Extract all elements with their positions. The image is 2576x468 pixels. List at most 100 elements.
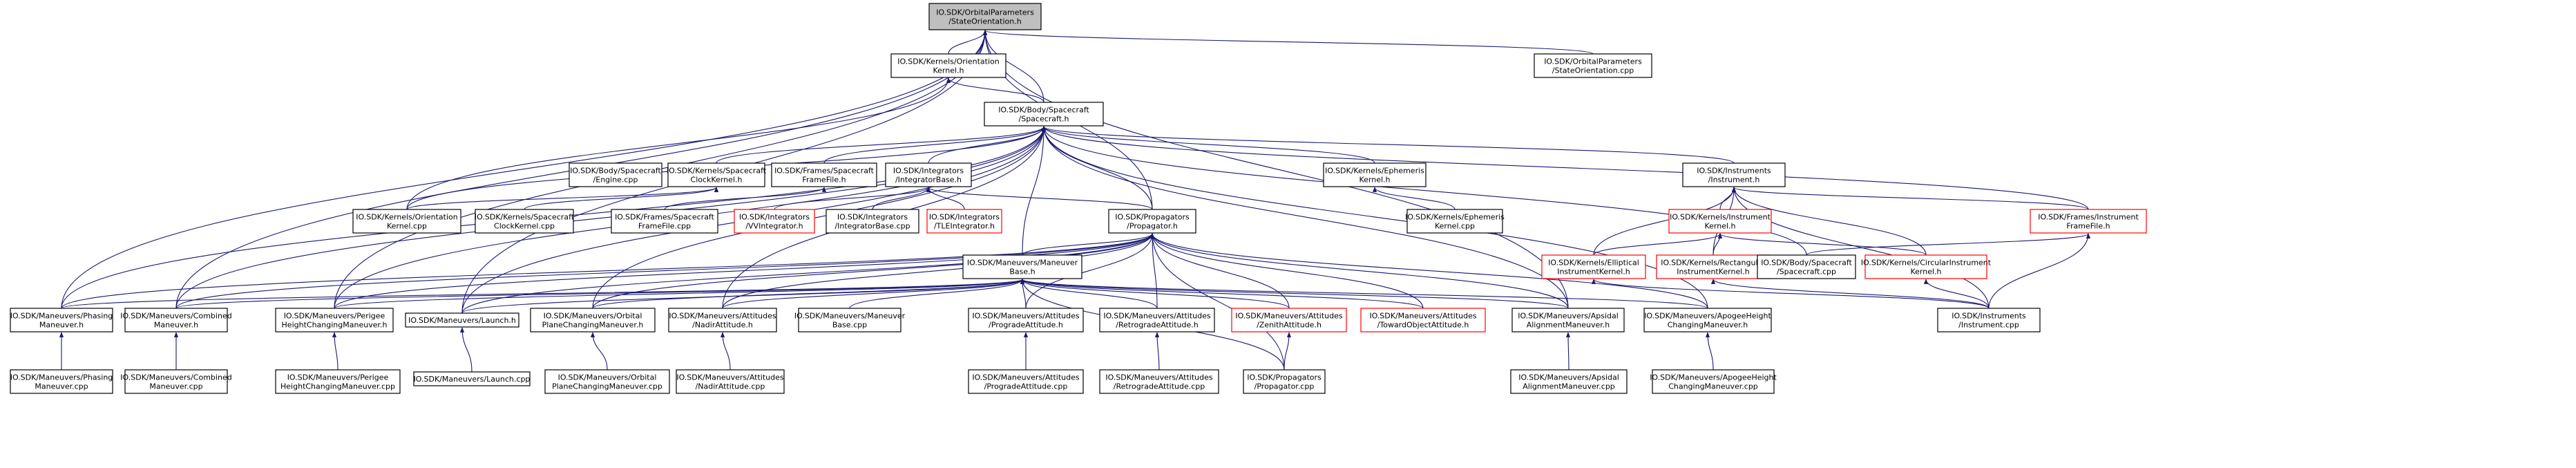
- node-io-sdk-maneuvers-attitudes-nadirattitude-h[interactable]: IO.SDK/Maneuvers/Attitudes/NadirAttitude…: [668, 308, 777, 333]
- node-box: [569, 162, 662, 187]
- edge-n46-n33: [1154, 332, 1160, 371]
- node-io-sdk-maneuvers-perigeeheightchangingmaneuver-cpp[interactable]: IO.SDK/Maneuvers/PerigeeHeightChangingMa…: [275, 369, 401, 394]
- node-io-sdk-kernels-rectangularinstrumentkernel-h[interactable]: IO.SDK/Kernels/RectangularInstrumentKern…: [1656, 254, 1771, 279]
- node-box: [885, 162, 972, 187]
- node-io-sdk-maneuvers-apogeeheightchangingmaneuver-cpp[interactable]: IO.SDK/Maneuvers/ApogeeHeightChangingMan…: [1650, 369, 1777, 394]
- edge-n29-n20: [592, 279, 1024, 309]
- node-box: [1937, 308, 2041, 333]
- edge-n10-n05: [406, 187, 718, 210]
- node-label: ClockKernel.cpp: [494, 222, 555, 231]
- node-label: IO.SDK/Frames/Instrument: [2038, 213, 2139, 222]
- node-label: Kernel.h: [933, 66, 964, 75]
- node-io-sdk-orbitalparameters-stateorientation-h[interactable]: IO.SDK/OrbitalParameters/StateOrientatio…: [928, 3, 1042, 30]
- node-label: IO.SDK/Integrators: [893, 167, 964, 176]
- node-io-sdk-maneuvers-orbitalplanechangingmaneuver-cpp[interactable]: IO.SDK/Maneuvers/OrbitalPlaneChangingMan…: [544, 369, 670, 394]
- node-io-sdk-maneuvers-apsidalalignmentmaneuver-h[interactable]: IO.SDK/Maneuvers/ApsidalAlignmentManeuve…: [1511, 308, 1625, 333]
- node-label: IO.SDK/Maneuvers/Maneuver: [794, 312, 906, 321]
- edge-n38-n21: [1592, 279, 1990, 309]
- node-io-sdk-maneuvers-orbitalplanechangingmaneuver-h[interactable]: IO.SDK/Maneuvers/OrbitalPlaneChangingMan…: [530, 308, 656, 333]
- edge-n15-n07: [926, 187, 965, 210]
- node-io-sdk-maneuvers-attitudes-towardobjectattitude-h[interactable]: IO.SDK/Maneuvers/Attitudes/TowardObjectA…: [1360, 308, 1486, 333]
- node-box: [124, 308, 228, 333]
- node-label: IO.SDK/Body/Spacecraft: [1761, 259, 1852, 268]
- node-io-sdk-body-spacecraft-spacecraft-h[interactable]: IO.SDK/Body/Spacecraft/Spacecraft.h: [984, 102, 1104, 127]
- node-io-sdk-instruments-instrument-h[interactable]: IO.SDK/Instruments/Instrument.h: [1682, 162, 1786, 187]
- node-label: IO.SDK/Propagators: [1115, 213, 1190, 222]
- node-io-sdk-maneuvers-apogeeheightchangingmaneuver-h[interactable]: IO.SDK/Maneuvers/ApogeeHeightChangingMan…: [1643, 308, 1772, 333]
- node-label: /NadirAttitude.cpp: [696, 382, 765, 391]
- node-io-sdk-maneuvers-perigeeheightchangingmaneuver-h[interactable]: IO.SDK/Maneuvers/PerigeeHeightChangingMa…: [275, 308, 394, 333]
- node-label: IO.SDK/Maneuvers/Attitudes: [972, 373, 1080, 382]
- edge-n36-n20: [1020, 279, 1569, 309]
- edge-n38-n19: [1988, 233, 2091, 309]
- node-label: ChangingManeuver.cpp: [1668, 382, 1758, 391]
- node-io-sdk-propagators-propagator-cpp[interactable]: IO.SDK/Propagators/Propagator.cpp: [1243, 369, 1326, 394]
- node-box: [1511, 308, 1625, 333]
- node-label: /RetrogradeAttitude.h: [1116, 321, 1198, 330]
- edge-n33-n16: [1149, 233, 1158, 309]
- node-box: [544, 369, 670, 394]
- node-io-sdk-kernels-circularinstrumentkernel-h[interactable]: IO.SDK/Kernels/CircularInstrumentKernel.…: [1861, 254, 1992, 279]
- node-io-sdk-maneuvers-attitudes-retrogradeattitude-h[interactable]: IO.SDK/Maneuvers/Attitudes/RetrogradeAtt…: [1099, 308, 1215, 333]
- node-box: [1541, 254, 1646, 279]
- node-label: FrameFile.h: [2066, 222, 2110, 231]
- node-label: Kernel.h: [1910, 268, 1941, 277]
- node-box: [984, 102, 1104, 127]
- node-io-sdk-instruments-instrument-cpp[interactable]: IO.SDK/Instruments/Instrument.cpp: [1937, 308, 2041, 333]
- node-io-sdk-body-spacecraft-spacecraft-cpp[interactable]: IO.SDK/Body/Spacecraft/Spacecraft.cpp: [1757, 254, 1856, 279]
- node-io-sdk-kernels-instrumentkernel-h[interactable]: IO.SDK/Kernels/InstrumentKernel.h: [1668, 209, 1772, 234]
- edge-n36-n03: [1041, 126, 1569, 309]
- node-io-sdk-maneuvers-attitudes-nadirattitude-cpp[interactable]: IO.SDK/Maneuvers/Attitudes/NadirAttitude…: [676, 369, 785, 394]
- node-io-sdk-integrators-vvintegrator-h[interactable]: IO.SDK/Integrators/VVIntegrator.h: [734, 209, 815, 234]
- edge-n35-n16: [1149, 233, 1424, 309]
- node-io-sdk-body-spacecraft-engine-cpp[interactable]: IO.SDK/Body/Spacecraft/Engine.cpp: [569, 162, 662, 187]
- node-box: [405, 312, 519, 328]
- edge-n47-n34: [1284, 332, 1292, 371]
- edge-n37-n16: [1150, 233, 1708, 309]
- node-label: HeightChangingManeuver.h: [282, 321, 388, 330]
- edge-n21-n09: [1593, 187, 1737, 256]
- node-io-sdk-maneuvers-launch-h[interactable]: IO.SDK/Maneuvers/Launch.h: [405, 312, 519, 328]
- node-box: [475, 209, 574, 234]
- edge-n47-n16: [1149, 233, 1285, 371]
- node-io-sdk-maneuvers-apsidalalignmentmaneuver-cpp[interactable]: IO.SDK/Maneuvers/ApsidalAlignmentManeuve…: [1510, 369, 1628, 394]
- node-box: [676, 369, 785, 394]
- node-io-sdk-integrators-integratorbase-cpp[interactable]: IO.SDK/Integrators/IntegratorBase.cpp: [826, 209, 919, 234]
- node-label: IO.SDK/Maneuvers/Attitudes: [972, 312, 1080, 321]
- node-io-sdk-maneuvers-attitudes-zenithattitude-h[interactable]: IO.SDK/Maneuvers/Attitudes/ZenithAttitud…: [1231, 308, 1347, 333]
- edge-n03-n01: [946, 77, 1044, 103]
- node-io-sdk-maneuvers-attitudes-retrogradeattitude-cpp[interactable]: IO.SDK/Maneuvers/Attitudes/RetrogradeAtt…: [1099, 369, 1219, 394]
- edge-n32-n16: [1025, 233, 1155, 309]
- node-io-sdk-kernels-ellipticalinstrumentkernel-h[interactable]: IO.SDK/Kernels/EllipticalInstrumentKerne…: [1541, 254, 1646, 279]
- node-io-sdk-orbitalparameters-stateorientation-cpp[interactable]: IO.SDK/OrbitalParameters/StateOrientatio…: [1534, 53, 1652, 78]
- node-io-sdk-maneuvers-launch-cpp[interactable]: IO.SDK/Maneuvers/Launch.cpp: [413, 371, 531, 386]
- node-box: [1668, 209, 1772, 234]
- edge-n02-n00: [983, 30, 1594, 55]
- node-io-sdk-propagators-propagator-h[interactable]: IO.SDK/Propagators/Propagator.h: [1108, 209, 1196, 234]
- node-label: IO.SDK/Kernels/Instrument: [1670, 213, 1771, 222]
- edge-n34-n20: [1020, 279, 1290, 309]
- node-label: /Spacecraft.h: [1019, 115, 1069, 124]
- node-io-sdk-maneuvers-attitudes-progradeattitude-h[interactable]: IO.SDK/Maneuvers/Attitudes/ProgradeAttit…: [968, 308, 1084, 333]
- node-label: Maneuver.h: [154, 321, 198, 330]
- node-box: [10, 369, 113, 394]
- node-io-sdk-maneuvers-attitudes-progradeattitude-cpp[interactable]: IO.SDK/Maneuvers/Attitudes/ProgradeAttit…: [968, 369, 1084, 394]
- node-label: /Engine.cpp: [593, 176, 638, 185]
- node-io-sdk-integrators-integratorbase-h[interactable]: IO.SDK/Integrators/IntegratorBase.h: [885, 162, 972, 187]
- node-io-sdk-integrators-tleintegrator-h[interactable]: IO.SDK/Integrators/TLEIntegrator.h: [926, 209, 1002, 234]
